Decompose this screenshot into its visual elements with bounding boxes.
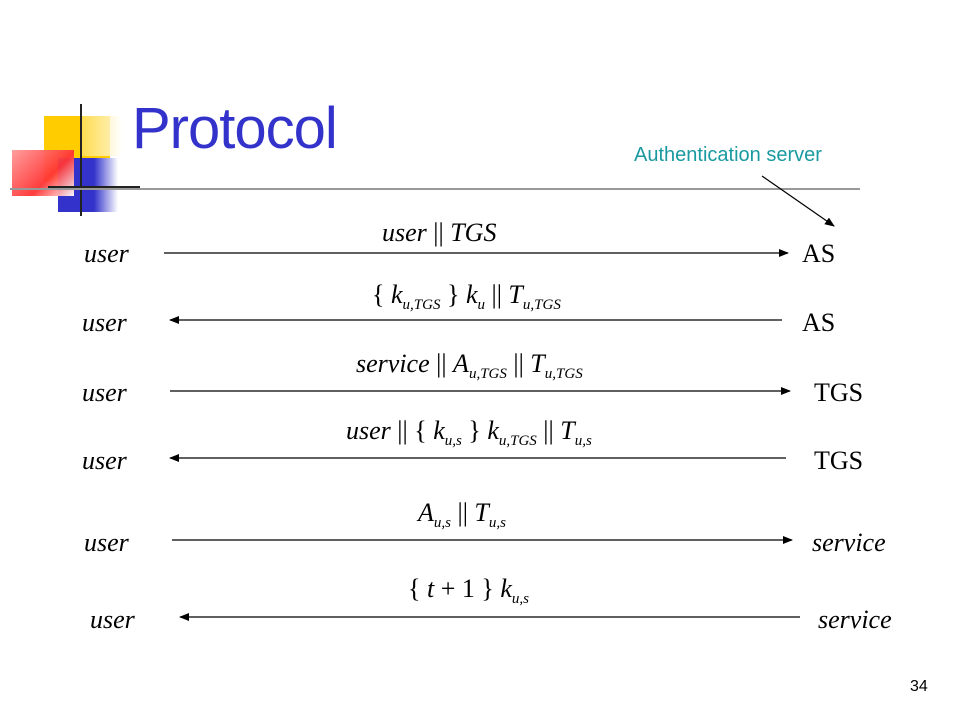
row6-left-party: user [90,605,135,634]
m4-t-sub: u,s [574,433,592,449]
m3-b: A [453,349,469,378]
m6-plus: + 1 } [434,574,501,603]
m4-sep2: || [536,416,561,445]
m5-t: T [474,498,489,527]
m1-sep: || [426,218,451,247]
slide-title: Protocol [132,96,338,161]
m6-k: k [500,574,512,603]
m2-close: } [440,280,466,309]
m3-t: T [530,349,545,378]
m4-k2: k [487,416,499,445]
row6-right-party: service [818,605,892,634]
m4-k2-sub: u,TGS [498,433,537,449]
row1-left-party: user [84,239,129,268]
m4-k: k [433,416,445,445]
m3-sep2: || [506,349,531,378]
m3-sep1: || [429,349,454,378]
m2-open: { [372,280,391,309]
title-divider [10,188,860,190]
m2-k2-sub: u [477,297,486,313]
m4-sep1: || [390,416,415,445]
row3-right-party: TGS [814,378,864,407]
m4-open: { [414,416,434,445]
m4-a: user [346,416,391,445]
page-number: 34 [910,678,928,695]
message-6: { t + 1 } ku,s [408,574,529,607]
m3-a: service [356,349,430,378]
message-4: user || { ku,s } ku,TGS || Tu,s [346,416,592,449]
m3-t-sub: u,TGS [544,366,583,382]
message-2: { ku,TGS } ku || Tu,TGS [372,280,561,313]
message-1: user || TGS [382,220,496,246]
m6-open: { [408,574,427,603]
m1-a: user [382,218,427,247]
row5-right-party: service [812,528,886,557]
m3-b-sub: u,TGS [468,366,507,382]
m5-a: A [418,498,434,527]
callout-pointer [761,175,835,227]
m4-k-sub: u,s [444,433,462,449]
m2-t: T [508,280,523,309]
message-3: service || Au,TGS || Tu,TGS [356,349,583,382]
deco-vertical-line [80,104,82,216]
m2-k-sub: u,TGS [402,297,441,313]
m2-t-sub: u,TGS [522,297,561,313]
m6-t: t [426,574,435,603]
m5-t-sub: u,s [488,515,506,531]
deco-horizontal-line [48,186,140,188]
row4-right-party: TGS [814,446,864,475]
m1-b: TGS [450,218,497,247]
row3-left-party: user [82,378,127,407]
authentication-server-callout: Authentication server [634,144,822,166]
deco-yellow-fade [82,116,122,156]
row4-left-party: user [82,446,127,475]
row1-right-party: AS [802,239,836,268]
row2-right-party: AS [802,308,836,337]
m2-sep: || [485,280,509,309]
m5-a-sub: u,s [433,515,451,531]
m5-sep: || [450,498,475,527]
row5-left-party: user [84,528,129,557]
m2-k2: k [465,280,478,309]
m4-t: T [560,416,575,445]
row2-left-party: user [82,308,127,337]
m6-k-sub: u,s [511,591,530,607]
message-5: Au,s || Tu,s [418,498,506,531]
m4-close: } [461,416,488,445]
m2-k: k [390,280,403,309]
